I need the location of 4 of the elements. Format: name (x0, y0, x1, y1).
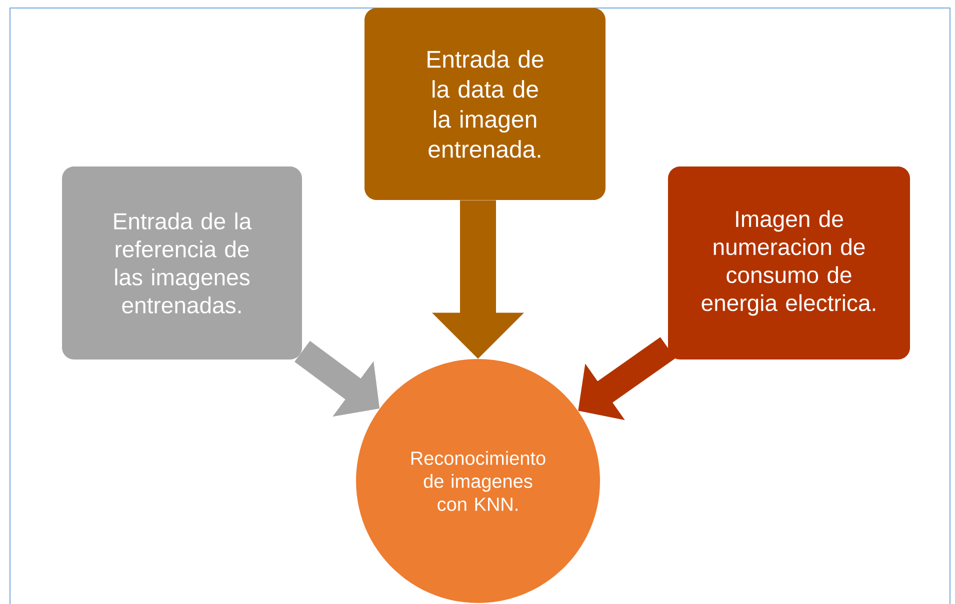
input-box: Imagen de numeracion de consumo de energia electrica. (668, 166, 910, 360)
block-arrow (432, 200, 524, 359)
input-box: Entrada de la referencia de las imagenes entrenadas. (62, 166, 302, 360)
input-box: Entrada de la data de la imagen entrenada. (364, 8, 606, 200)
